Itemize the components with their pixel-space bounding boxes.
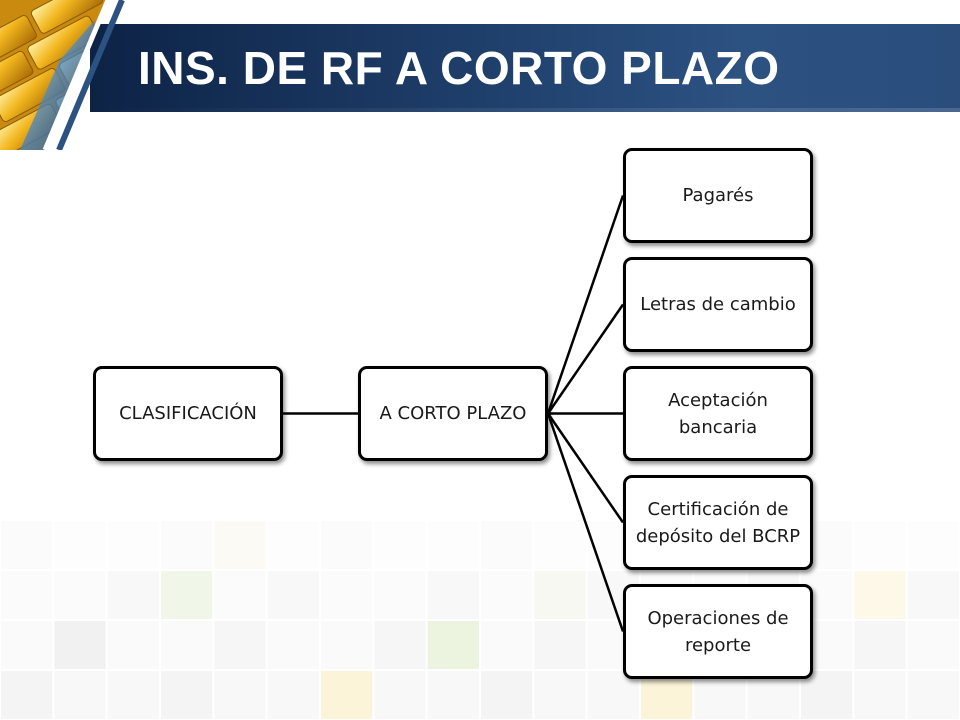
- mosaic-tile: [267, 671, 319, 719]
- mosaic-tile: [374, 671, 426, 719]
- node-label: Aceptación bancaria: [668, 389, 768, 438]
- connector-branch-leaf: [546, 412, 625, 524]
- connector-branch-leaf: [546, 413, 625, 632]
- mosaic-tile: [907, 521, 959, 569]
- mosaic-tile: [641, 671, 693, 719]
- node-pagares: Pagarés: [623, 148, 813, 243]
- mosaic-tile: [54, 671, 106, 719]
- mosaic-tile: [107, 671, 159, 719]
- mosaic-tile: [854, 571, 906, 619]
- mosaic-tile: [267, 521, 319, 569]
- mosaic-tile: [481, 671, 533, 719]
- mosaic-tile: [54, 521, 106, 569]
- mosaic-tile: [801, 671, 853, 719]
- node-letras-de-cambio: Letras de cambio: [623, 257, 813, 352]
- mosaic-tile: [534, 621, 586, 669]
- mosaic-tile: [1, 621, 53, 669]
- mosaic-tile: [161, 521, 213, 569]
- mosaic-tile: [907, 621, 959, 669]
- mosaic-tile: [481, 521, 533, 569]
- node-label: Operaciones de reporte: [647, 607, 789, 656]
- mosaic-tile: [321, 621, 373, 669]
- mosaic-tile: [214, 671, 266, 719]
- node-label: CLASIFICACIÓN: [119, 403, 257, 424]
- node-label: Letras de cambio: [640, 294, 796, 315]
- node-a-corto-plazo: A CORTO PLAZO: [358, 366, 548, 461]
- mosaic-tile: [107, 621, 159, 669]
- mosaic-tile: [214, 521, 266, 569]
- node-label: Pagarés: [682, 185, 754, 206]
- mosaic-tile: [427, 671, 479, 719]
- mosaic-tile: [374, 571, 426, 619]
- connector-branch-leaf: [546, 303, 625, 415]
- page-title: INS. DE RF A CORTO PLAZO: [138, 42, 780, 94]
- mosaic-tile: [267, 571, 319, 619]
- mosaic-tile: [107, 571, 159, 619]
- mosaic-tile: [534, 521, 586, 569]
- node-label: Certificación de depósito del BCRP: [635, 498, 801, 547]
- mosaic-tile: [534, 571, 586, 619]
- mosaic-tile: [694, 671, 746, 719]
- mosaic-tile: [107, 521, 159, 569]
- mosaic-tile: [587, 671, 639, 719]
- mosaic-tile: [374, 621, 426, 669]
- mosaic-tile: [54, 571, 106, 619]
- mosaic-tile: [214, 621, 266, 669]
- title-banner: [90, 24, 960, 112]
- mosaic-tile: [481, 621, 533, 669]
- mosaic-tile: [161, 571, 213, 619]
- node-operaciones-de-reporte: Operaciones de reporte: [623, 584, 813, 679]
- mosaic-tile: [321, 521, 373, 569]
- mosaic-tile: [321, 671, 373, 719]
- mosaic-tile: [854, 671, 906, 719]
- mosaic-tile: [54, 621, 106, 669]
- mosaic-tile: [427, 621, 479, 669]
- node-clasificacion: CLASIFICACIÓN: [93, 366, 283, 461]
- node-label: A CORTO PLAZO: [379, 403, 527, 424]
- gold-bars-icon: [0, 0, 125, 150]
- mosaic-tile: [321, 571, 373, 619]
- mosaic-tile: [267, 621, 319, 669]
- mosaic-tile: [854, 621, 906, 669]
- connector-branch-leaf: [546, 195, 625, 414]
- mosaic-tile: [427, 521, 479, 569]
- mosaic-tile: [1, 571, 53, 619]
- mosaic-tile: [161, 621, 213, 669]
- mosaic-tile: [427, 571, 479, 619]
- mosaic-tile: [481, 571, 533, 619]
- mosaic-tile: [907, 571, 959, 619]
- mosaic-tile: [1, 521, 53, 569]
- mosaic-tile: [907, 671, 959, 719]
- mosaic-tile: [214, 571, 266, 619]
- mosaic-tile: [161, 671, 213, 719]
- node-certificacion-de-deposito: Certificación de depósito del BCRP: [623, 475, 813, 570]
- mosaic-tile: [747, 671, 799, 719]
- mosaic-tile: [854, 521, 906, 569]
- mosaic-tile: [534, 671, 586, 719]
- mosaic-tile: [374, 521, 426, 569]
- mosaic-tile: [1, 671, 53, 719]
- node-aceptacion-bancaria: Aceptación bancaria: [623, 366, 813, 461]
